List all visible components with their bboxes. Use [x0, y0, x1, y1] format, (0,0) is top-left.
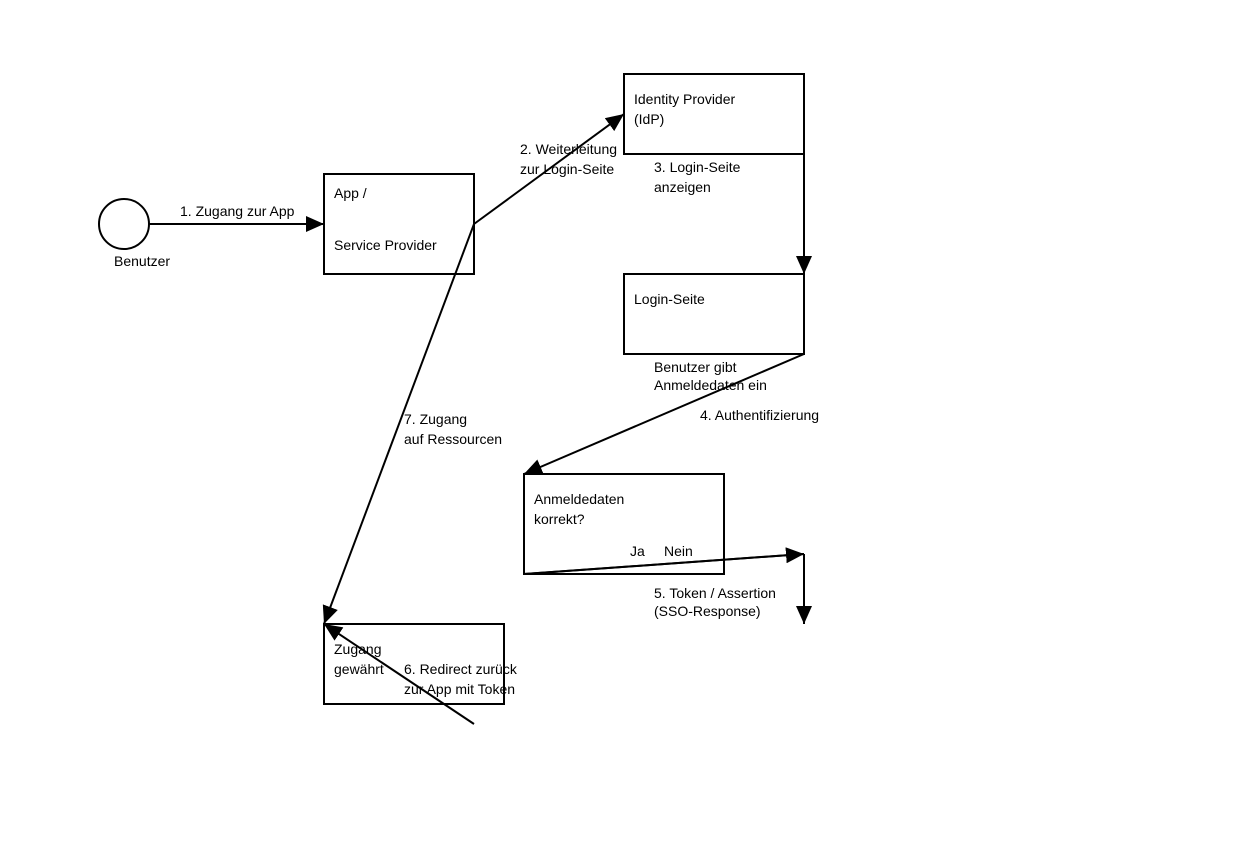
edge-input: Benutzer gibt Anmeldedaten ein [654, 359, 767, 393]
check-box [523, 473, 725, 575]
edge-input-label-line-1: Benutzer gibt [654, 359, 737, 375]
edge-3-line [624, 153, 812, 274]
edge-no-label: Nein [664, 543, 693, 559]
node-app: App / Service Provider [323, 173, 475, 275]
edge-7: 7. Zugang auf Ressourcen [322, 223, 502, 625]
edge-3: 3. Login-Seite anzeigen [624, 153, 812, 274]
edge-4-label: 4. Authentifizierung [700, 407, 819, 423]
edge-1-label: 1. Zugang zur App [180, 203, 295, 219]
node-user: Benutzer [98, 198, 170, 269]
edge-4: 4. Authentifizierung [523, 353, 819, 475]
node-idp: Identity Provider (IdP) [623, 73, 805, 155]
node-check: Anmeldedaten korrekt? [523, 473, 725, 575]
edge-2-label-line-1: 2. Weiterleitung [520, 141, 617, 157]
edge-6-line [323, 623, 475, 725]
edge-no-line [523, 553, 805, 575]
granted-box [323, 623, 505, 705]
edge-4-line [523, 353, 805, 475]
edge-input-label-line-2: Anmeldedaten ein [654, 377, 767, 393]
login-box [623, 273, 805, 355]
edge-2: 2. Weiterleitung zur Login-Seite [473, 113, 625, 225]
node-login: Login-Seite [623, 273, 805, 355]
edge-7-label-line-1: 7. Zugang [404, 411, 467, 427]
user-label: Benutzer [114, 253, 170, 269]
app-label-line-1: App / [334, 185, 367, 201]
app-label-line-2: Service Provider [334, 237, 437, 253]
edge-3-label-line-1: 3. Login-Seite [654, 159, 741, 175]
user-circle [98, 198, 150, 250]
edge-yes-no: Ja Nein [523, 543, 805, 575]
granted-label-line-1: Zugang [334, 641, 381, 657]
edge-7-line [322, 223, 475, 625]
idp-label-line-2: (IdP) [634, 111, 664, 127]
check-label-line-1: Anmeldedaten [534, 491, 624, 507]
edge-6: 6. Redirect zurück zur App mit Token [323, 623, 518, 725]
edge-7-label-line-2: auf Ressourcen [404, 431, 502, 447]
edge-2-line [473, 113, 625, 225]
idp-label-line-1: Identity Provider [634, 91, 735, 107]
edge-6-label-line-1: 6. Redirect zurück [404, 661, 518, 677]
login-label: Login-Seite [634, 291, 705, 307]
edge-yes-label: Ja [630, 543, 645, 559]
edge-5-label-line-1: 5. Token / Assertion [654, 585, 776, 601]
node-granted: Zugang gewährt [323, 623, 505, 705]
edge-1: 1. Zugang zur App [149, 203, 324, 232]
edge-6-label-line-2: zur App mit Token [404, 681, 515, 697]
granted-label-line-2: gewährt [334, 661, 384, 677]
edge-2-label-line-2: zur Login-Seite [520, 161, 614, 177]
edge-5-label-line-2: (SSO-Response) [654, 603, 761, 619]
edge-3-label-line-2: anzeigen [654, 179, 711, 195]
check-label-line-2: korrekt? [534, 511, 585, 527]
edge-5: 5. Token / Assertion (SSO-Response) [654, 554, 812, 624]
